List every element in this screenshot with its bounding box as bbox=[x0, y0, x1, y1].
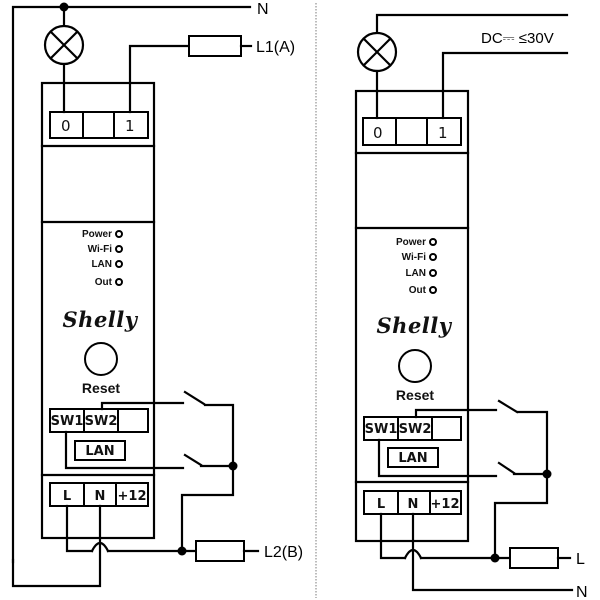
led-wifi-icon bbox=[115, 245, 123, 253]
reset-label: Reset bbox=[82, 380, 120, 396]
dc-positive-wire bbox=[375, 13, 569, 36]
led-out-label: Out bbox=[95, 277, 113, 288]
led-lan-icon bbox=[429, 269, 437, 277]
fuse-icon bbox=[188, 35, 242, 57]
sw1-wire bbox=[377, 438, 498, 478]
led-out-icon bbox=[115, 278, 123, 286]
svg-text:1: 1 bbox=[125, 117, 135, 135]
left-diagram: N L1(A) 0 1 Power bbox=[11, 1, 303, 588]
l-wire bbox=[379, 512, 407, 560]
line-b-label: L2(B) bbox=[264, 544, 303, 561]
led-out-label: Out bbox=[409, 285, 427, 296]
svg-text:SW2: SW2 bbox=[85, 414, 118, 429]
l-wire bbox=[65, 504, 94, 553]
terminal-0 bbox=[49, 111, 84, 139]
terminal-empty bbox=[117, 408, 149, 433]
led-power-icon bbox=[115, 230, 123, 238]
junction-dot bbox=[177, 546, 187, 556]
svg-text:SW2: SW2 bbox=[399, 422, 432, 437]
lamp-icon bbox=[356, 31, 398, 73]
line-a-label: L1(A) bbox=[256, 39, 295, 56]
fuse-icon bbox=[195, 540, 245, 562]
n-wire bbox=[411, 512, 574, 592]
switch-icon bbox=[183, 390, 206, 406]
led-power-label: Power bbox=[396, 237, 426, 248]
reset-label: Reset bbox=[396, 387, 434, 403]
svg-text:N: N bbox=[95, 489, 106, 504]
terminal-empty bbox=[395, 117, 428, 146]
right-diagram: DC⎓ ≤30V 0 1 Power Wi-Fi LAN Out Shelly bbox=[354, 13, 588, 600]
neutral-wire bbox=[11, 5, 252, 564]
switch-terminal-block: SW1 SW2 bbox=[49, 408, 149, 433]
junction-dot bbox=[490, 553, 500, 563]
terminal-12v bbox=[429, 490, 462, 515]
led-indicators: Power Wi-Fi LAN Out bbox=[396, 237, 437, 296]
line-label: L bbox=[576, 551, 585, 568]
shelly-logo: Shelly bbox=[377, 313, 453, 338]
terminal-empty bbox=[82, 111, 115, 139]
neutral-label: N bbox=[576, 584, 588, 600]
sw2-wire bbox=[414, 408, 498, 419]
svg-text:SW1: SW1 bbox=[365, 422, 398, 437]
switch-icon bbox=[497, 399, 519, 414]
power-terminal-block: L N +12 bbox=[363, 490, 462, 515]
n-wire bbox=[11, 504, 102, 588]
reset-button bbox=[398, 349, 432, 383]
power-terminal-block: L N +12 bbox=[49, 482, 149, 507]
led-lan-label: LAN bbox=[91, 259, 112, 270]
led-wifi-label: Wi-Fi bbox=[88, 244, 113, 255]
svg-text:0: 0 bbox=[61, 117, 71, 135]
lan-port-label: LAN bbox=[398, 451, 427, 466]
switch-icon bbox=[497, 461, 516, 475]
neutral-label: N bbox=[257, 1, 269, 18]
lan-port-label: LAN bbox=[85, 444, 114, 459]
led-indicators: Power Wi-Fi LAN Out bbox=[82, 229, 123, 288]
led-lan-label: LAN bbox=[405, 268, 426, 279]
svg-text:0: 0 bbox=[373, 124, 383, 142]
svg-text:SW1: SW1 bbox=[51, 414, 84, 429]
switch-icon bbox=[183, 453, 203, 467]
led-lan-icon bbox=[115, 260, 123, 268]
lamp-icon bbox=[43, 24, 85, 66]
terminal-empty bbox=[431, 416, 462, 441]
led-power-icon bbox=[429, 238, 437, 246]
terminal-12v bbox=[115, 482, 149, 507]
shelly-device-body bbox=[40, 81, 156, 540]
led-power-label: Power bbox=[82, 229, 112, 240]
svg-text:+12: +12 bbox=[431, 497, 460, 512]
sw1-wire bbox=[64, 430, 185, 470]
svg-text:L: L bbox=[63, 489, 71, 504]
led-out-icon bbox=[429, 286, 437, 294]
lan-port bbox=[74, 440, 126, 461]
lan-port bbox=[387, 447, 439, 468]
switch-terminal-block: SW1 SW2 bbox=[363, 416, 462, 441]
led-wifi-icon bbox=[429, 253, 437, 261]
svg-text:L: L bbox=[377, 497, 385, 512]
terminal-1 bbox=[426, 117, 462, 146]
svg-text:+12: +12 bbox=[118, 489, 147, 504]
svg-text:N: N bbox=[408, 497, 419, 512]
reset-button bbox=[84, 342, 118, 376]
output-terminal-block: 0 1 bbox=[362, 117, 462, 146]
terminal-1 bbox=[113, 111, 149, 139]
output-terminal-block: 0 1 bbox=[49, 111, 149, 139]
shelly-logo: Shelly bbox=[63, 307, 139, 332]
fuse-icon bbox=[509, 547, 559, 569]
led-wifi-label: Wi-Fi bbox=[402, 252, 427, 263]
dc-supply-label: DC⎓ ≤30V bbox=[481, 30, 554, 47]
sw2-wire bbox=[100, 401, 185, 411]
svg-text:1: 1 bbox=[438, 124, 448, 142]
